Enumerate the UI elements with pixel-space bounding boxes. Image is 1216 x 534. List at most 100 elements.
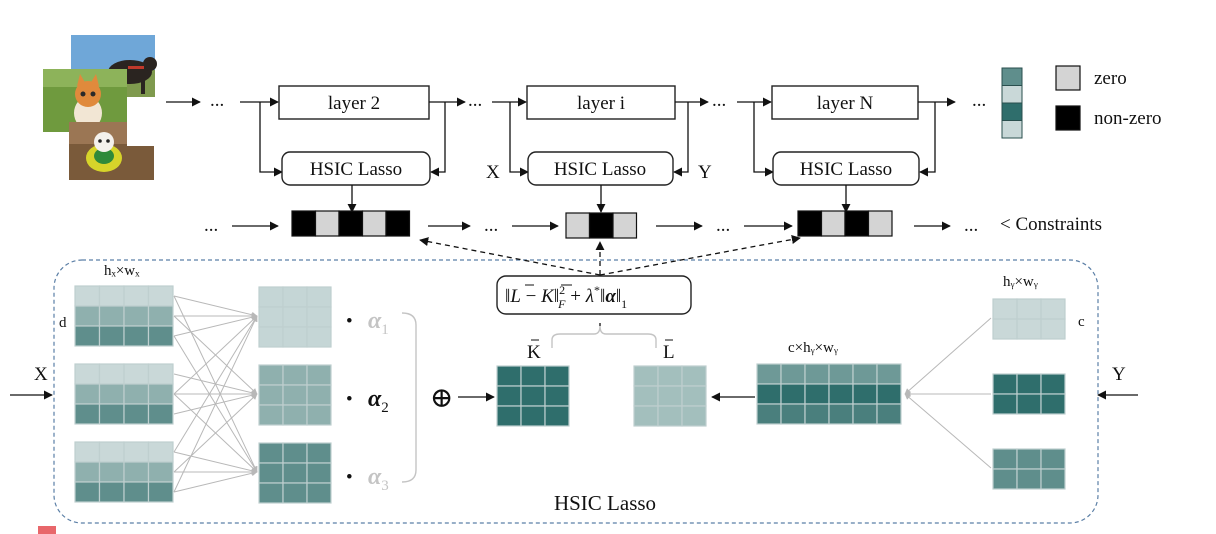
grid-cell — [1016, 468, 1042, 490]
grid-cell — [520, 385, 546, 407]
legend-item-zero: zero — [1055, 65, 1127, 91]
y-feature-map — [992, 448, 1066, 490]
hy-wy-label: hᵧ×wᵧ — [1003, 274, 1038, 290]
grid-cell — [306, 286, 332, 308]
grid-cell — [496, 385, 522, 407]
legend-label: non-zero — [1094, 108, 1162, 129]
grid-cell — [123, 363, 150, 385]
ellipsis: ... — [468, 90, 482, 111]
grid-cell — [544, 385, 570, 407]
k-bar-matrix — [496, 365, 570, 427]
grid-cell — [282, 482, 308, 504]
grid-cell — [804, 363, 830, 385]
grid-cell — [306, 326, 332, 348]
constraints-label: < Constraints — [1000, 214, 1102, 235]
layer-label: layer i — [577, 93, 625, 114]
formula-box — [496, 275, 692, 315]
grid-cell — [1040, 468, 1066, 490]
grid-cell — [98, 305, 125, 327]
grid-cell — [74, 383, 101, 405]
grid-cell — [258, 306, 284, 328]
mask-cell-zero — [565, 212, 591, 239]
grid-cell — [1040, 318, 1066, 340]
grid-cell — [992, 448, 1018, 470]
l-bar-label: L — [663, 342, 675, 363]
legend: zero non-zero — [1055, 65, 1162, 131]
kernel-matrix — [258, 364, 332, 426]
mask-cell-nonzero — [588, 212, 614, 239]
grid-cell — [657, 405, 683, 427]
alpha-bullet: • — [346, 467, 353, 488]
d-label: d — [59, 315, 67, 331]
c-label: c — [1078, 314, 1085, 330]
grid-cell — [74, 305, 101, 327]
grid-cell — [258, 482, 284, 504]
mask-cell-nonzero — [338, 210, 364, 237]
output-cell — [1001, 67, 1023, 86]
output-cell — [1001, 102, 1023, 121]
grid-cell — [681, 385, 707, 407]
grid-cell — [282, 404, 308, 426]
grid-cell — [804, 403, 830, 425]
output-cell — [1001, 85, 1023, 104]
x-input-label: X — [486, 162, 500, 183]
grid-cell — [852, 363, 878, 385]
y-feature-map — [992, 298, 1066, 340]
layer-block: layer 2 HSIC Lasso — [240, 85, 466, 213]
grid-cell — [306, 404, 332, 426]
layer-box — [526, 85, 676, 120]
grid-cell — [1016, 448, 1042, 470]
alpha-1: α1 — [368, 308, 389, 338]
layer-label: layer N — [817, 93, 874, 114]
grid-cell — [74, 285, 101, 307]
grid-cell — [258, 384, 284, 406]
ellipsis: ... — [716, 215, 730, 236]
grid-cell — [147, 305, 174, 327]
grid-cell — [98, 363, 125, 385]
kl-brace — [551, 325, 657, 348]
l-bar-matrix — [633, 365, 707, 427]
grid-cell — [282, 326, 308, 348]
grid-cell — [1016, 373, 1042, 395]
grid-cell — [520, 405, 546, 427]
grid-cell — [496, 365, 522, 387]
alpha-bullet: • — [346, 311, 353, 332]
hsic-lasso-label: HSIC Lasso — [800, 159, 892, 180]
grid-cell — [147, 363, 174, 385]
output-cell — [1001, 120, 1023, 139]
pipeline: ... layer 2 HSIC Lasso ... X layer i Y H… — [166, 67, 1102, 239]
input-feature-map — [74, 441, 174, 503]
mask-cell-zero — [820, 210, 846, 237]
grid-cell — [123, 461, 150, 483]
grid-cell — [1016, 393, 1042, 415]
mask-cell-zero — [612, 212, 638, 239]
mask-cell-zero — [867, 210, 893, 237]
c-hy-wy-label: c×hᵧ×wᵧ — [788, 340, 838, 356]
grid-cell — [1016, 318, 1042, 340]
grid-cell — [780, 383, 806, 405]
grid-cell — [780, 363, 806, 385]
alpha-bullet: • — [346, 389, 353, 410]
legend-label: zero — [1094, 68, 1127, 89]
grid-cell — [306, 442, 332, 464]
y-label: Y — [1112, 364, 1126, 385]
grid-cell — [258, 326, 284, 348]
grid-cell — [756, 403, 782, 425]
ellipsis: ... — [204, 215, 218, 236]
grid-cell — [992, 468, 1018, 490]
grid-cell — [123, 325, 150, 347]
nonzero-swatch — [1055, 105, 1081, 131]
grid-cell — [828, 403, 854, 425]
grid-cell — [123, 481, 150, 503]
grid-cell — [74, 325, 101, 347]
ellipsis: ... — [210, 90, 224, 111]
grid-cell — [282, 442, 308, 464]
grid-cell — [98, 441, 125, 463]
k-bar-label: K — [527, 342, 541, 363]
ellipsis: ... — [972, 90, 986, 111]
kernel-connections — [173, 295, 992, 493]
grid-cell — [147, 285, 174, 307]
grid-cell — [258, 404, 284, 426]
